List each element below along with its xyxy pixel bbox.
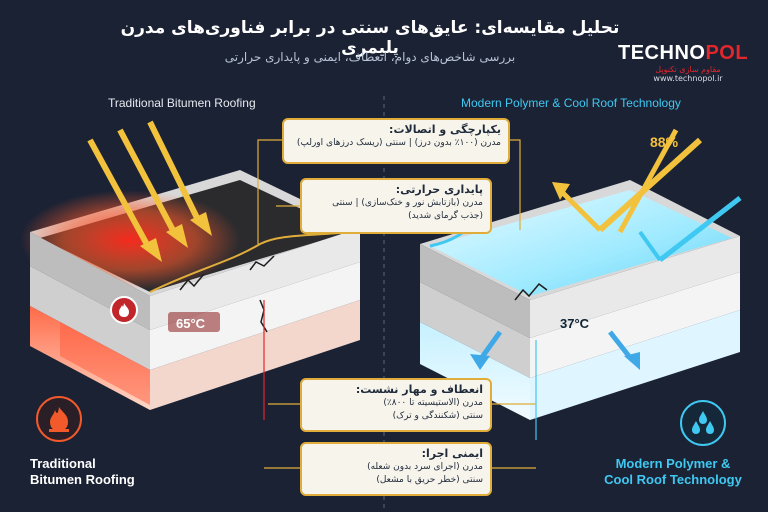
modern-bottom-label: Modern Polymer & Cool Roof Technology [598,456,748,488]
bottom-label-line: Cool Roof Technology [604,472,742,487]
sun-rays-reflected [552,128,742,262]
callout-title: انعطاف و مهار نشست: [355,383,483,396]
callout-line: (جذب گرمای شدید) [408,211,483,221]
callout-line: مدرن (بازتابش نور و خنک‌سازی) | سنتی [332,198,483,208]
cool-temperature: 37°C [560,316,590,331]
fire-icon [36,396,82,442]
modern-side-label: Modern Polymer & Cool Roof Technology [461,96,681,110]
bottom-label-line: Traditional [30,456,96,471]
logo-wordmark: TECHNOPOL [618,42,758,65]
logo-suffix: POL [705,42,749,64]
logo-url: www.technopol.ir [653,74,723,83]
callout-integrity: یکپارچگی و اتصالات: مدرن (۱۰۰٪ بدون درز)… [282,118,510,164]
traditional-roof-model [20,170,360,420]
logo-prefix: TECHNO [618,42,706,64]
callout-thermal: پایداری حرارتی: مدرن (بازتابش نور و خنک‌… [300,178,492,234]
bottom-label-line: Bitumen Roofing [30,472,135,487]
callout-line: سنتی (شکنندگی و ترک) [392,411,483,421]
page-subtitle: بررسی شاخص‌های دوام، انعطاف، ایمنی و پای… [224,50,516,64]
hot-temp-badge [168,312,220,332]
reflectance-percent: 88% [650,134,679,150]
modern-roof-model [420,180,740,440]
callout-connectors [257,139,536,469]
hot-temperature: 65°C [176,316,206,331]
callout-flexibility: انعطاف و مهار نشست: مدرن (الاستیسیته تا … [300,378,492,432]
technopol-logo: TECHNOPOL مقاوم سازی تکنوپل www.technopo… [618,42,758,92]
traditional-bottom-label: Traditional Bitumen Roofing [30,456,135,488]
traditional-side-label: Traditional Bitumen Roofing [108,96,256,110]
sun-rays-hot [87,120,212,262]
page-title: تحلیل مقایسه‌ای: عایق‌های سنتی در برابر … [120,18,620,58]
bottom-label-line: Modern Polymer & [615,456,731,471]
callout-title: ایمنی اجرا: [421,447,483,460]
callout-line: سنتی (خطر حریق با مشعل) [376,475,483,485]
callout-line: مدرن (الاستیسیته تا ۸۰۰٪) [383,398,483,408]
callout-safety: ایمنی اجرا: مدرن (اجرای سرد بدون شعله) س… [300,442,492,496]
fire-icon [110,296,138,324]
callout-line: مدرن (اجرای سرد بدون شعله) [367,462,483,472]
water-drops-icon [680,400,726,446]
callout-line: مدرن (۱۰۰٪ بدون درز) | سنتی (ریسک درزهای… [296,138,501,148]
callout-title: پایداری حرارتی: [395,183,483,196]
logo-tagline: مقاوم سازی تکنوپل [655,65,721,74]
callout-title: یکپارچگی و اتصالات: [389,123,501,136]
